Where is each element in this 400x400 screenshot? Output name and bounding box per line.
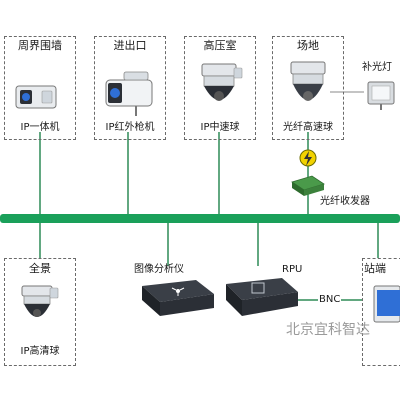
rpu-device-icon (226, 278, 298, 316)
company-watermark: 北京宜科智达 (286, 322, 370, 338)
ir-bullet-camera-icon (105, 71, 153, 116)
node-caption-site: 光纤高速球 (283, 122, 333, 133)
node-box-station (362, 258, 400, 366)
image-analyzer-icon (142, 280, 214, 316)
node-title-entrance: 进出口 (113, 39, 147, 52)
fill-light-label: 补光灯 (362, 62, 392, 73)
fiber-high-speed-dome-icon (290, 61, 326, 101)
node-box-perimeter (4, 36, 76, 140)
fiber-transceiver-icon (291, 175, 325, 196)
node-title-panorama: 全景 (29, 262, 51, 275)
node-caption-panorama: IP高清球 (20, 346, 60, 357)
network-bus (0, 214, 400, 223)
node-title-site: 场地 (297, 39, 319, 52)
node-title-perimeter: 周界围墙 (18, 39, 62, 52)
integrated-camera-icon (15, 85, 57, 109)
node-title-hv-room: 高压室 (203, 39, 237, 52)
hd-dome-camera-icon (21, 285, 59, 317)
node-caption-hv-room: IP中速球 (200, 122, 240, 133)
fill-light-icon (367, 81, 395, 110)
rpu-label: RPU (282, 264, 303, 275)
station-monitor-icon (373, 285, 400, 323)
image-analyzer-label: 图像分析仪 (134, 264, 184, 275)
lightning-icon (299, 149, 317, 167)
node-caption-perimeter: IP一体机 (20, 122, 60, 133)
node-title-station: 站端 (364, 262, 386, 275)
node-caption-entrance: IP红外枪机 (105, 122, 155, 133)
node-box-hv-room (184, 36, 256, 140)
medium-speed-dome-icon (201, 63, 243, 101)
fiber-transceiver-label: 光纤收发器 (320, 196, 370, 207)
node-box-site (272, 36, 344, 140)
bnc-label: BNC (318, 294, 342, 306)
node-box-entrance (94, 36, 166, 140)
node-box-panorama (4, 258, 76, 366)
